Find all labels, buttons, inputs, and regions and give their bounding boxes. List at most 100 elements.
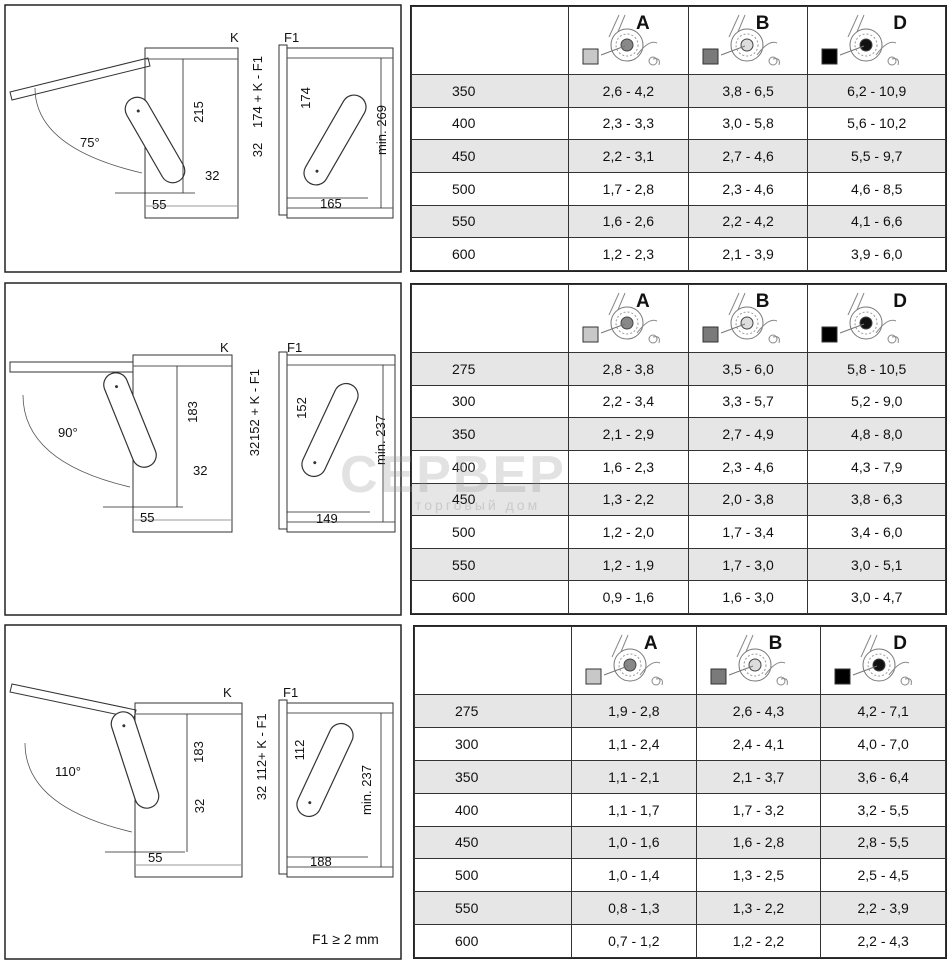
flap-height-cell: 500 bbox=[414, 858, 572, 893]
adjuster-wheel-icon bbox=[702, 292, 780, 344]
force-range-cell: 2,4 - 4,1 bbox=[695, 726, 822, 761]
flap-height-cell: 400 bbox=[411, 449, 569, 484]
column-letter: A bbox=[636, 13, 650, 34]
dimension-angle: 75° bbox=[80, 135, 100, 150]
dimension-formula: 112+ K - F1 bbox=[254, 713, 269, 780]
closed-door bbox=[278, 699, 288, 875]
column-letter: B bbox=[768, 633, 783, 654]
force-range-cell: 2,8 - 5,5 bbox=[820, 825, 946, 860]
flap-height-cell: 275 bbox=[414, 694, 572, 728]
dimension-formula: 152 + K - F1 bbox=[247, 369, 262, 441]
flap-height-cell: 350 bbox=[414, 759, 572, 794]
force-range-cell: 4,8 - 8,0 bbox=[807, 417, 946, 451]
adjuster-wheel-icon bbox=[585, 634, 663, 686]
force-range-cell: 1,7 - 3,4 bbox=[687, 515, 809, 549]
dimension-base: 55 bbox=[148, 850, 162, 865]
force-range-cell: 1,3 - 2,5 bbox=[695, 858, 822, 893]
adjuster-wheel-icon bbox=[582, 292, 660, 344]
force-range-cell: 1,0 - 1,4 bbox=[571, 858, 697, 893]
opening-angle-arc bbox=[34, 87, 143, 174]
dimension-k: K bbox=[230, 30, 239, 45]
dimension-inner-offset: 32 bbox=[247, 442, 262, 456]
lift-arm-closed bbox=[303, 94, 367, 186]
dimension-inner: 152 bbox=[294, 397, 309, 419]
diagram-frame bbox=[4, 282, 402, 616]
column-header-D: D bbox=[807, 284, 946, 353]
column-letter: B bbox=[755, 291, 770, 312]
flap-height-cell: 300 bbox=[411, 384, 569, 419]
dimension-min: min. 237 bbox=[373, 415, 388, 465]
diagram-frame bbox=[4, 4, 402, 273]
dimension-depth: 188 bbox=[310, 854, 332, 869]
force-range-cell: 3,2 - 5,5 bbox=[820, 792, 946, 827]
corner-cell bbox=[411, 284, 569, 353]
dimension-min: min. 269 bbox=[374, 105, 389, 155]
corner-cell bbox=[411, 6, 569, 75]
lift-arm-closed bbox=[301, 382, 359, 478]
force-range-cell: 2,5 - 4,5 bbox=[820, 858, 946, 893]
dimension-angle: 90° bbox=[58, 425, 78, 440]
force-range-cell: 5,5 - 9,7 bbox=[807, 139, 946, 173]
adjuster-wheel-icon bbox=[710, 634, 788, 686]
force-range-cell: 1,1 - 2,4 bbox=[571, 726, 697, 761]
column-letter: D bbox=[893, 291, 907, 312]
force-range-cell: 2,2 - 3,4 bbox=[568, 384, 689, 419]
diagram-frame bbox=[4, 624, 402, 960]
flap-height-cell: 550 bbox=[411, 547, 569, 582]
color-swatch-D bbox=[821, 326, 838, 343]
force-range-cell: 3,6 - 6,4 bbox=[820, 759, 946, 794]
force-range-cell: 1,6 - 2,6 bbox=[568, 204, 689, 239]
lift-arm-open bbox=[110, 711, 160, 809]
adjuster-wheel-icon bbox=[821, 14, 900, 66]
force-range-cell: 0,8 - 1,3 bbox=[571, 891, 697, 926]
force-range-cell: 1,2 - 2,0 bbox=[568, 515, 689, 549]
force-range-cell: 1,2 - 2,3 bbox=[568, 237, 689, 271]
color-swatch-D bbox=[834, 668, 851, 685]
column-header-D: D bbox=[807, 6, 946, 75]
dimension-offset: 32 bbox=[192, 799, 207, 813]
column-letter: D bbox=[893, 633, 907, 654]
force-range-cell: 3,3 - 5,7 bbox=[687, 384, 809, 419]
open-lid bbox=[9, 57, 151, 101]
force-range-cell: 1,7 - 3,0 bbox=[687, 547, 809, 582]
dimension-offset: 32 bbox=[193, 463, 207, 478]
flap-height-cell: 450 bbox=[411, 139, 569, 173]
flap-height-cell: 550 bbox=[414, 891, 572, 926]
force-range-cell: 2,3 - 3,3 bbox=[568, 106, 689, 141]
flap-height-cell: 600 bbox=[414, 924, 572, 958]
force-range-cell: 3,5 - 6,0 bbox=[687, 352, 809, 386]
closed-door bbox=[278, 44, 288, 216]
dimension-min: min. 237 bbox=[359, 765, 374, 815]
force-range-cell: 4,0 - 7,0 bbox=[820, 726, 946, 761]
force-range-cell: 5,6 - 10,2 bbox=[807, 106, 946, 141]
force-range-cell: 2,1 - 3,7 bbox=[695, 759, 822, 794]
dimension-k: K bbox=[220, 340, 229, 355]
opening-angle-arc bbox=[24, 742, 133, 833]
dimension-height: 183 bbox=[191, 741, 206, 763]
dimension-base: 55 bbox=[140, 510, 154, 525]
flap-height-cell: 275 bbox=[411, 352, 569, 386]
force-range-cell: 2,2 - 4,2 bbox=[687, 204, 809, 239]
force-range-cell: 1,1 - 1,7 bbox=[571, 792, 697, 827]
dimension-depth: 165 bbox=[320, 196, 342, 211]
force-range-cell: 1,0 - 1,6 bbox=[571, 825, 697, 860]
force-range-cell: 1,6 - 2,3 bbox=[568, 449, 689, 484]
lift-arm-open bbox=[103, 372, 157, 468]
force-range-cell: 1,2 - 2,2 bbox=[695, 924, 822, 958]
dimension-inner: 174 bbox=[298, 87, 313, 109]
